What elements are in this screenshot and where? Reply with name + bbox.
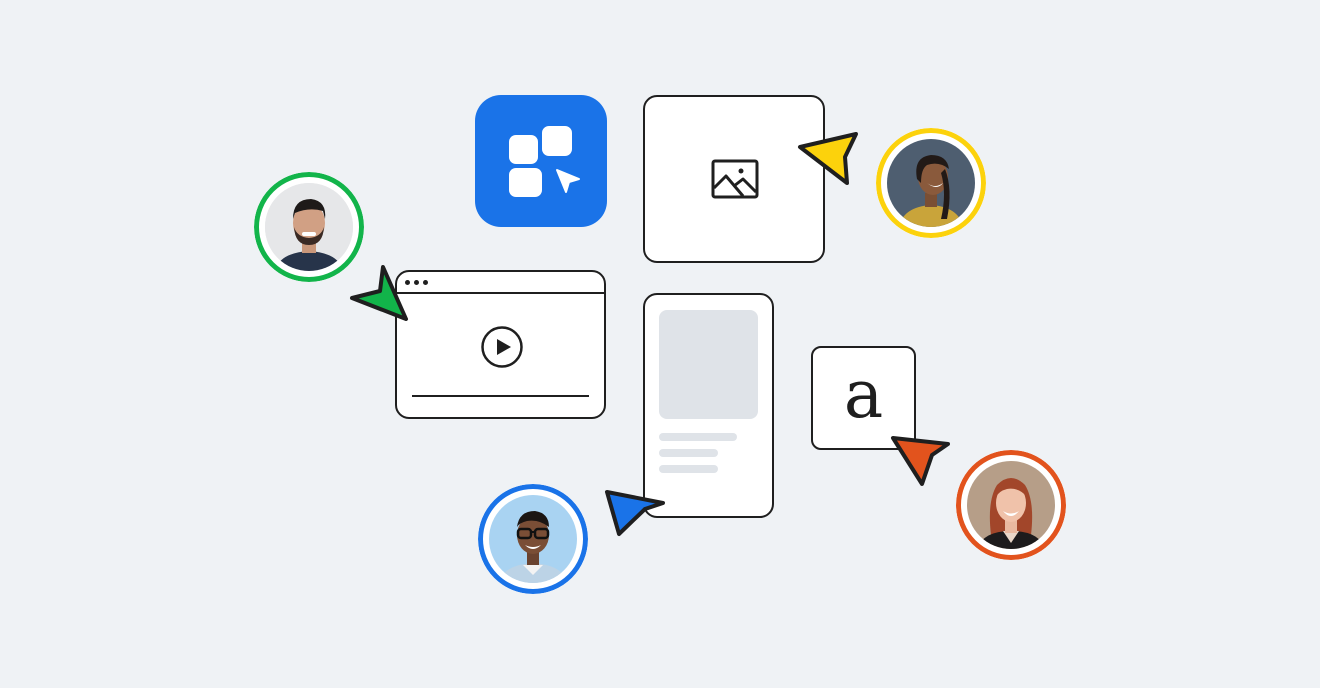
person-icon: [489, 495, 577, 583]
avatar-photo: [265, 183, 353, 271]
avatar-ring: [478, 484, 588, 594]
avatar-green[interactable]: [254, 172, 364, 282]
avatar-blue[interactable]: [478, 484, 588, 594]
document-card[interactable]: [643, 293, 774, 518]
window-dot: [405, 280, 410, 285]
green-cursor-icon: [350, 265, 408, 321]
document-text-line: [659, 449, 718, 457]
image-icon: [711, 159, 759, 199]
text-letter: a: [843, 356, 884, 433]
video-progress-bar[interactable]: [412, 395, 589, 397]
text-card[interactable]: a: [811, 346, 916, 450]
play-button-icon[interactable]: [480, 325, 524, 369]
person-icon: [887, 139, 975, 227]
document-image-placeholder: [659, 310, 758, 419]
window-titlebar: [397, 272, 604, 294]
document-text-line: [659, 465, 718, 473]
document-text-line: [659, 433, 737, 441]
yellow-cursor-icon: [798, 132, 858, 185]
app-icon-square-1: [509, 135, 538, 164]
avatar-ring: [254, 172, 364, 282]
person-icon: [265, 183, 353, 271]
avatar-ring: [956, 450, 1066, 560]
orange-cursor-icon: [891, 436, 950, 486]
person-icon: [967, 461, 1055, 549]
window-dot: [414, 280, 419, 285]
avatar-ring: [876, 128, 986, 238]
app-icon-square-3: [509, 168, 542, 197]
window-dot: [423, 280, 428, 285]
video-card[interactable]: [395, 270, 606, 419]
avatar-orange[interactable]: [956, 450, 1066, 560]
avatar-photo: [887, 139, 975, 227]
app-cursor-icon: [556, 169, 580, 193]
app-icon-square-2: [542, 126, 572, 156]
avatar-photo: [489, 495, 577, 583]
app-icon: [475, 95, 607, 227]
avatar-yellow[interactable]: [876, 128, 986, 238]
blue-cursor-icon: [605, 490, 665, 536]
avatar-photo: [967, 461, 1055, 549]
image-card[interactable]: [643, 95, 825, 263]
